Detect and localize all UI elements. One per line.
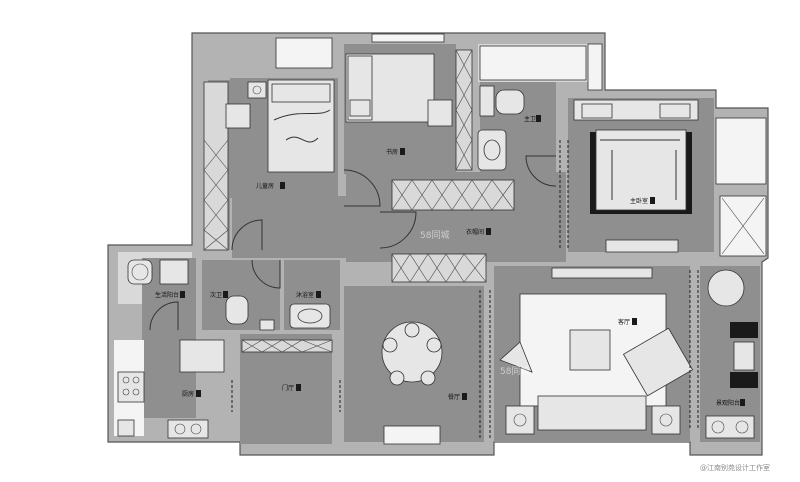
watermark: 58同城 (420, 230, 449, 241)
kids-bed (225, 79, 335, 173)
room-labels: 儿童房 书房 主卫 主卧室 衣帽间 生活阳台 次卫 沐浴室 厨房 门厅 餐厅 客… (155, 115, 745, 407)
windows (275, 33, 767, 445)
label-bath-room: 沐浴室 (296, 291, 314, 299)
kitchen-fixtures (117, 259, 225, 439)
label-cloakroom: 衣帽间 (466, 228, 484, 236)
label-master-toilet: 主卫 (524, 115, 536, 123)
label-master-bedroom: 主卧室 (630, 197, 648, 205)
label-kids-room: 儿童房 (256, 182, 274, 190)
study-furniture (345, 53, 453, 127)
watermark-2: 58同城 (500, 366, 529, 377)
master-toilet-fixtures (477, 85, 525, 171)
wardrobes (203, 49, 515, 353)
label-laundry-balcony: 生活阳台 (155, 291, 179, 299)
label-kitchen: 厨房 (182, 390, 194, 398)
dining-set (381, 321, 443, 386)
label-guest-toilet: 次卫 (210, 291, 222, 299)
label-entrance: 门厅 (282, 384, 294, 392)
label-dining: 餐厅 (448, 393, 460, 401)
label-study: 书房 (386, 148, 398, 156)
label-leisure-balcony: 景观阳台 (716, 399, 740, 407)
master-bed (573, 99, 699, 253)
balcony-furniture (705, 269, 758, 439)
label-living: 客厅 (618, 318, 630, 326)
living-set (499, 267, 694, 435)
guest-toilet-fixtures (225, 295, 331, 331)
doors (149, 140, 699, 438)
credit: @江南别苑设计工作室 (700, 463, 770, 472)
